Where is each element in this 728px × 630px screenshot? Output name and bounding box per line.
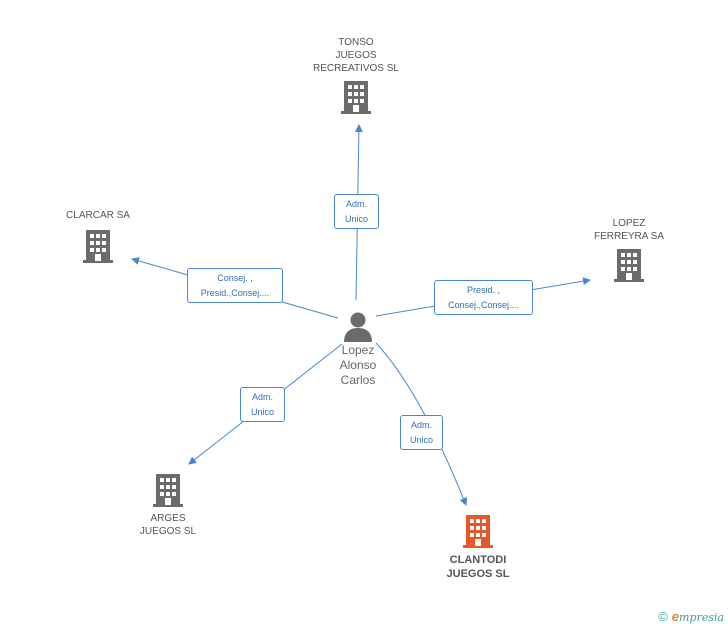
company-label: LOPEZ FERREYRA SA xyxy=(593,218,665,242)
person-label: Lopez Alonso Carlos xyxy=(339,343,377,387)
building-icon xyxy=(341,81,371,114)
relation-label-arges[interactable]: Adm. Unico xyxy=(240,387,285,422)
building-icon xyxy=(153,474,183,507)
copyright-icon: © xyxy=(658,609,668,624)
relation-label-tonso[interactable]: Adm. Unico xyxy=(334,194,379,229)
relation-label-clantodi[interactable]: Adm. Unico xyxy=(400,415,443,450)
brand-name: mpresia xyxy=(679,611,724,624)
building-icon xyxy=(463,515,493,548)
relation-label-clarcar[interactable]: Consej. , Presid.,Consej.... xyxy=(187,268,283,303)
person-icon xyxy=(344,312,372,342)
person-node[interactable]: Lopez Alonso Carlos xyxy=(316,311,400,388)
brand-initial: e xyxy=(671,609,680,624)
company-node-arges[interactable]: ARGES JUEGOS SL xyxy=(118,472,218,538)
company-node-clantodi[interactable]: CLANTODI JUEGOS SL xyxy=(422,513,534,581)
building-icon xyxy=(614,249,644,282)
company-node-lopez-ferreyra[interactable]: LOPEZ FERREYRA SA xyxy=(579,217,679,283)
company-label: CLARCAR SA xyxy=(66,210,130,221)
company-label: ARGES JUEGOS SL xyxy=(139,513,197,537)
relation-label-lopez-ferreyra[interactable]: Presid. , Consej.,Consej.... xyxy=(434,280,533,315)
building-icon xyxy=(83,230,113,263)
company-node-tonso[interactable]: TONSO JUEGOS RECREATIVOS SL xyxy=(296,36,416,115)
edge-clantodi xyxy=(375,342,468,506)
company-label: CLANTODI JUEGOS SL xyxy=(446,554,510,580)
company-node-clarcar[interactable]: CLARCAR SA xyxy=(48,209,148,264)
brand-logo: ©empresia xyxy=(658,609,724,624)
company-label: TONSO JUEGOS RECREATIVOS SL xyxy=(313,37,399,74)
